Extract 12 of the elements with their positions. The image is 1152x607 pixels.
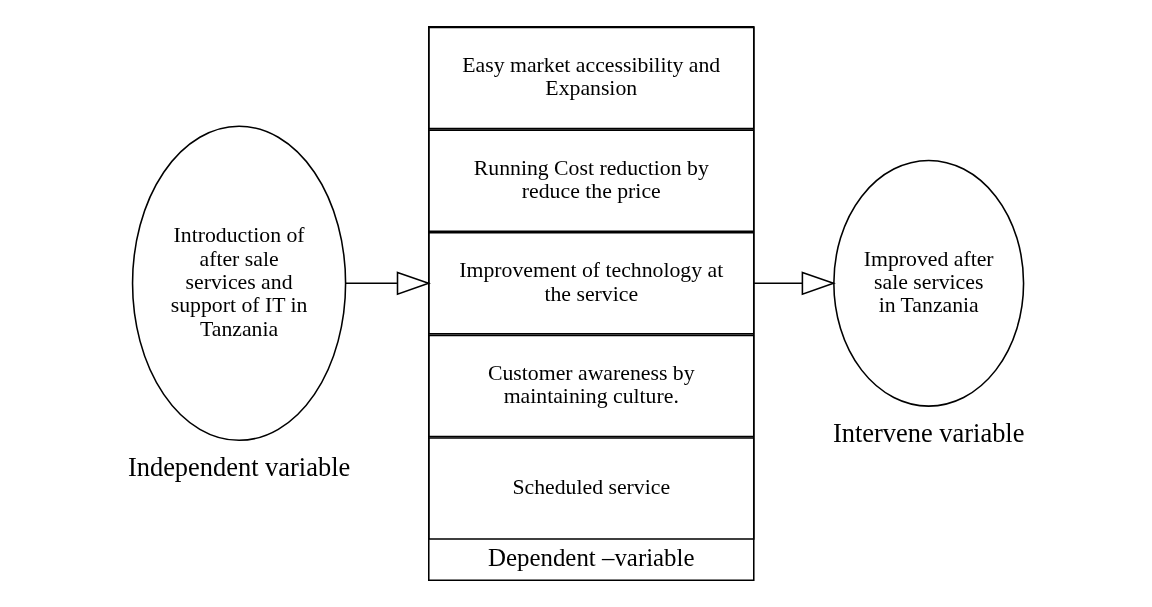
node-ellipse: Improved after sale services in Tanzania [832, 159, 1024, 407]
node-label: Independent variable [127, 452, 350, 483]
node-label: Intervene variable [832, 418, 1024, 449]
arrow [752, 271, 836, 296]
node-box: Customer awareness by maintaining culture. [427, 334, 755, 438]
node-ellipse: Introduction of after sale services and support of IT in Tanzania [131, 125, 346, 442]
node-label: Dependent –variable [487, 543, 695, 571]
node-box: Scheduled service [427, 437, 755, 540]
node-box: Improvement of technology at the service [427, 231, 755, 335]
node-box: Easy market accessibility and Expansion [427, 26, 755, 130]
node-box: Running Cost reduction by reduce the price [427, 129, 755, 232]
arrow [344, 271, 431, 296]
